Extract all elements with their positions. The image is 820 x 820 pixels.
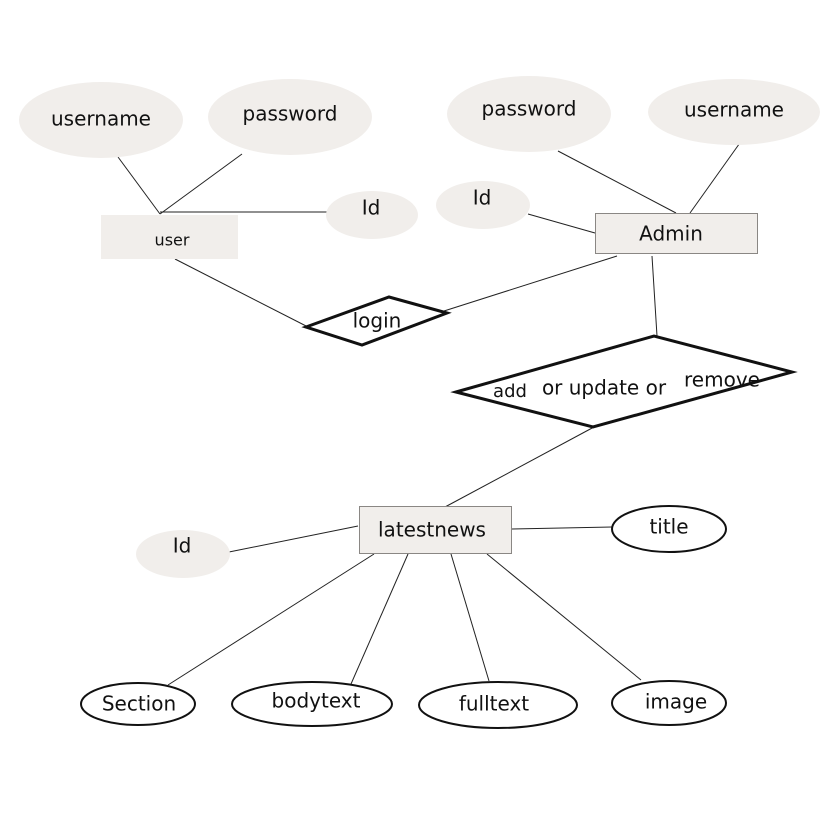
user-group: username password Id user	[19, 79, 418, 259]
line-manage-latestnews	[444, 426, 595, 508]
attribute-news-fulltext-label: fulltext	[459, 692, 529, 716]
relationship-login-label: login	[353, 309, 402, 333]
attribute-news-image	[611, 680, 727, 726]
relationship-manage-part2: or update or	[542, 376, 667, 400]
attribute-user-password	[208, 79, 372, 155]
attribute-user-id	[326, 191, 418, 239]
line-news-fulltext	[450, 553, 490, 682]
attribute-user-username-label: username	[51, 107, 151, 131]
line-news-image	[486, 553, 642, 681]
line-user-login	[174, 258, 311, 329]
line-news-title	[511, 526, 613, 530]
attribute-user-id-label: Id	[362, 196, 381, 220]
attribute-news-bodytext-label: bodytext	[272, 689, 361, 713]
latestnews-group: Id latestnews title Section bodytext ful…	[80, 505, 727, 729]
attribute-admin-id	[436, 181, 530, 229]
attribute-news-section-label: Section	[102, 692, 176, 716]
entity-user-label: user	[155, 231, 190, 250]
entity-latestnews-label: latestnews	[378, 518, 486, 542]
entity-admin	[595, 213, 758, 254]
line-login-admin	[443, 255, 618, 312]
line-user-username	[117, 156, 161, 215]
attribute-admin-password	[447, 76, 611, 152]
line-news-bodytext	[350, 553, 409, 685]
connector-lines	[117, 139, 743, 686]
attribute-admin-id-label: Id	[473, 186, 492, 210]
admin-group: password username Id Admin	[436, 76, 820, 254]
attribute-news-fulltext	[418, 681, 578, 729]
attribute-news-bodytext	[231, 681, 393, 727]
entity-user	[101, 215, 238, 259]
attribute-news-title	[611, 505, 727, 553]
attribute-news-image-label: image	[645, 690, 707, 714]
attribute-news-id	[136, 530, 230, 578]
line-admin-username	[689, 139, 743, 214]
line-news-section	[167, 553, 375, 686]
attribute-admin-username-label: username	[684, 98, 784, 122]
relationship-manage-part3: remove	[684, 368, 760, 392]
entity-admin-label: Admin	[639, 222, 703, 246]
line-user-password	[159, 153, 243, 215]
attribute-admin-username	[648, 79, 820, 145]
line-news-id	[228, 525, 359, 553]
line-admin-manage	[651, 255, 658, 337]
attribute-news-title-label: title	[649, 515, 688, 539]
attribute-user-username	[19, 82, 183, 158]
relationship-login	[301, 295, 452, 347]
attribute-news-section	[80, 682, 196, 726]
login-group: login	[301, 295, 452, 347]
manage-group: add or update or remove	[450, 334, 798, 429]
line-admin-password	[557, 150, 677, 214]
relationship-manage-part1: add	[493, 381, 527, 402]
attribute-news-id-label: Id	[173, 534, 192, 558]
line-admin-id	[527, 213, 596, 234]
entity-latestnews	[359, 506, 512, 554]
attribute-admin-password-label: password	[482, 97, 577, 121]
attribute-user-password-label: password	[243, 102, 338, 126]
relationship-manage	[450, 334, 798, 429]
